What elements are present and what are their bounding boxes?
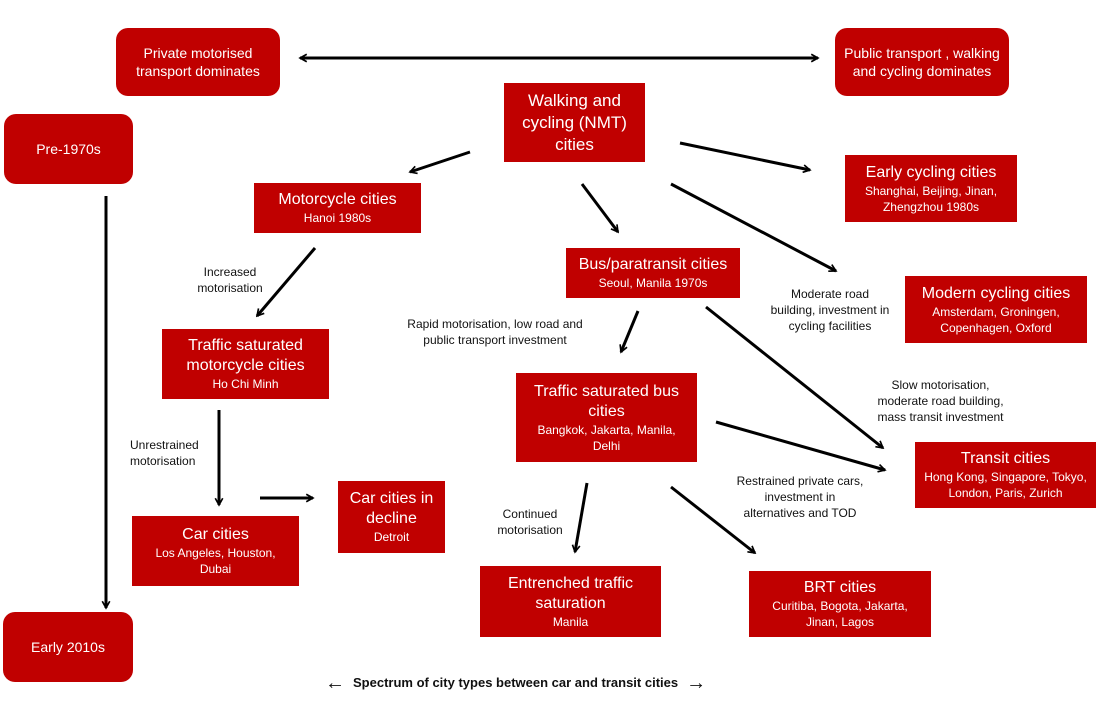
node-traffic-moto-examples: Ho Chi Minh: [212, 377, 279, 391]
node-motorcycle: Motorcycle cities Hanoi 1980s: [254, 183, 421, 233]
node-traffic-moto: Traffic saturated motorcycle cities Ho C…: [162, 329, 329, 399]
node-motorcycle-title: Motorcycle cities: [278, 191, 397, 208]
node-early-cycling: Early cycling cities Shanghai, Beijing, …: [845, 155, 1017, 222]
node-traffic-bus: Traffic saturated bus cities Bangkok, Ja…: [516, 373, 697, 462]
footer-left-arrow-icon: ←: [325, 671, 345, 694]
node-car-title: Car cities: [182, 526, 249, 543]
node-traffic-bus-examples: Bangkok, Jakarta, Manila, Delhi: [537, 422, 676, 453]
node-bus: Bus/paratransit cities Seoul, Manila 197…: [566, 248, 740, 298]
footer-right-arrow-icon: →: [686, 671, 707, 694]
left-pole-box: Private motorised transport dominates: [116, 28, 280, 96]
arrow-nmt-to-modern-cycling: [670, 182, 836, 273]
node-traffic-moto-title: Traffic saturated motorcycle cities: [186, 337, 305, 374]
arrow-traffic-bus-to-brt: [670, 485, 755, 555]
node-car-decline-title: Car cities in decline: [349, 490, 434, 527]
arrow-nmt-to-early-cycling: [679, 141, 810, 170]
timeline-start-box: Pre-1970s: [4, 114, 133, 184]
edge-label-moderate: Moderate road building, investment in cy…: [770, 287, 890, 333]
node-brt: BRT cities Curitiba, Bogota, Jakarta, Ji…: [749, 571, 931, 637]
node-car: Car cities Los Angeles, Houston, Dubai: [132, 516, 299, 586]
node-early-cycling-title: Early cycling cities: [865, 163, 997, 181]
node-entrenched-title: Entrenched traffic saturation: [507, 574, 634, 612]
arrow-traffic-bus-to-entrenched: [575, 482, 589, 552]
node-early-cycling-examples: Shanghai, Beijing, Jinan, Zhengzhou 1980…: [864, 183, 998, 214]
arrow-nmt-to-motorcycle: [410, 150, 471, 172]
right-pole-box: Public transport , walking and cycling d…: [835, 28, 1009, 96]
footer-text: Spectrum of city types between car and t…: [353, 675, 679, 690]
edge-label-unrestrained: Unrestrained motorisation: [130, 438, 199, 468]
node-brt-examples: Curitiba, Bogota, Jakarta, Jinan, Lagos: [772, 599, 908, 629]
arrow-traffic-bus-to-transit: [715, 420, 885, 470]
right-pole-label: Public transport , walking and cycling d…: [844, 45, 1000, 79]
arrow-bus-to-traffic-bus: [621, 310, 640, 352]
node-transit-examples: Hong Kong, Singapore, Tokyo, London, Par…: [924, 470, 1087, 500]
spectrum-footer: ← Spectrum of city types between car and…: [325, 671, 707, 694]
left-pole-label: Private motorised transport dominates: [136, 45, 260, 79]
node-modern-cycling: Modern cycling cities Amsterdam, Groning…: [905, 276, 1087, 343]
node-entrenched-examples: Manila: [552, 614, 589, 629]
node-modern-cycling-examples: Amsterdam, Groningen, Copenhagen, Oxford: [932, 304, 1060, 335]
edge-label-slow: Slow motorisation, moderate road buildin…: [877, 378, 1004, 424]
node-car-examples: Los Angeles, Houston, Dubai: [155, 546, 276, 576]
node-transit: Transit cities Hong Kong, Singapore, Tok…: [915, 442, 1096, 508]
node-transit-title: Transit cities: [960, 450, 1051, 467]
edge-label-increased: Increased motorisation: [197, 265, 263, 295]
edge-label-rapid: Rapid motorisation, low road and public …: [407, 317, 583, 347]
node-bus-examples: Seoul, Manila 1970s: [598, 276, 708, 290]
node-nmt: Walking and cycling (NMT) cities: [504, 83, 645, 162]
arrow-motorcycle-to-traffic-moto: [255, 247, 317, 316]
node-car-decline: Car cities in decline Detroit: [338, 481, 445, 553]
timeline-start-label: Pre-1970s: [36, 141, 101, 157]
edge-label-restrained: Restrained private cars, investment in a…: [736, 474, 864, 520]
node-motorcycle-examples: Hanoi 1980s: [303, 211, 372, 225]
node-car-decline-examples: Detroit: [373, 530, 410, 544]
arrow-nmt-to-bus: [580, 183, 620, 232]
node-traffic-bus-title: Traffic saturated bus cities: [534, 382, 679, 420]
node-brt-title: BRT cities: [803, 579, 877, 596]
node-modern-cycling-title: Modern cycling cities: [921, 284, 1071, 302]
timeline-end-box: Early 2010s: [3, 612, 133, 682]
arrow-bus-to-transit: [705, 305, 883, 450]
node-nmt-title: Walking and cycling (NMT) cities: [522, 90, 627, 154]
node-entrenched: Entrenched traffic saturation Manila: [480, 566, 661, 637]
edge-label-continued: Continued motorisation: [497, 507, 563, 537]
node-bus-title: Bus/paratransit cities: [578, 256, 728, 273]
timeline-end-label: Early 2010s: [31, 639, 105, 655]
